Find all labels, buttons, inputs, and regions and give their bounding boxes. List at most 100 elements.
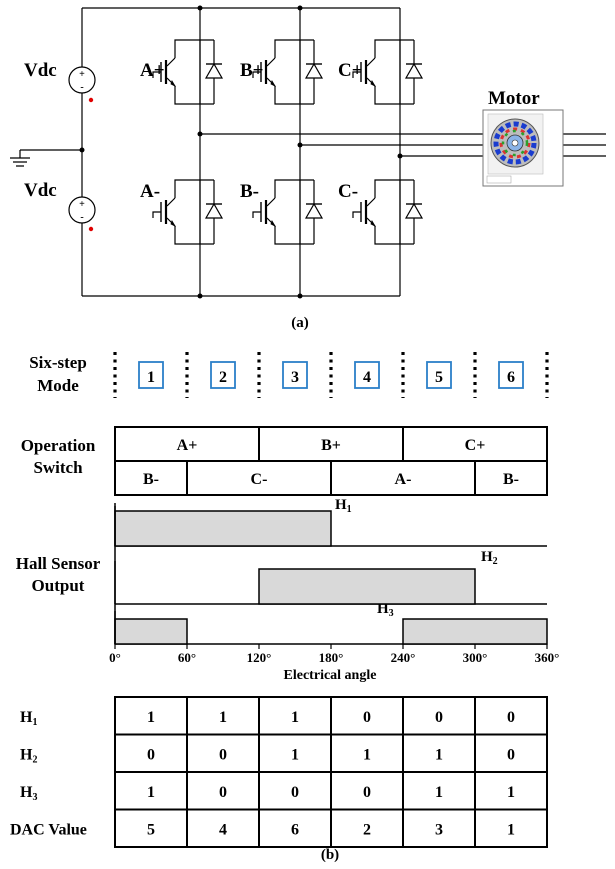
switch-label-b-minus: B-: [240, 181, 259, 202]
dc-source-bottom: + -: [68, 196, 96, 232]
operation-cell-top: B+: [321, 437, 341, 454]
table-cell: 1: [435, 784, 443, 801]
igbt-top-1: [152, 39, 224, 105]
igbt-top-3: [352, 39, 424, 105]
table-cell: 0: [291, 784, 299, 801]
igbt-top-2: [252, 39, 324, 105]
operation-cell-bottom: C-: [251, 471, 268, 488]
tick-label: 360°: [535, 650, 560, 665]
table-cell: 0: [435, 709, 443, 726]
mode-box: [138, 361, 164, 389]
operation-cell-top: C+: [465, 437, 486, 454]
svg-text:+: +: [79, 199, 85, 210]
switch-label-a-plus: A+: [140, 60, 165, 81]
table-cell: 0: [219, 784, 227, 801]
svg-text:-: -: [80, 212, 83, 223]
switch-label-c-minus: C-: [338, 181, 358, 202]
angle-ticks: 0°60°120°180°240°300°360°: [109, 644, 559, 665]
tick-label: 120°: [247, 650, 272, 665]
igbt-bottom-1: [152, 179, 224, 245]
table-cell: 1: [363, 746, 371, 763]
switch-label-b-plus: B+: [240, 60, 264, 81]
igbt-bottom-3: [352, 179, 424, 245]
motor-label: Motor: [488, 88, 540, 109]
dc-source-top: + -: [68, 66, 96, 103]
caption-b: (b): [321, 847, 339, 863]
table-cell: 1: [147, 784, 155, 801]
tick-label: 240°: [391, 650, 416, 665]
switch-label-c-plus: C+: [338, 60, 363, 81]
table-row-label: H3: [20, 784, 37, 803]
mode-box: [282, 361, 308, 389]
mode-number: 6: [507, 369, 515, 386]
electrical-angle-label: Electrical angle: [284, 668, 377, 683]
table-cell: 1: [507, 821, 515, 838]
table-row-label: H2: [20, 746, 37, 765]
mode-box: [426, 361, 452, 389]
hall-high-pulse: [258, 568, 476, 605]
table-cell: 1: [219, 709, 227, 726]
table-cell: 1: [291, 709, 299, 726]
vdc-label-top: Vdc: [24, 60, 57, 81]
table-cell: 5: [147, 821, 155, 838]
hall-signal-label: H3: [377, 601, 394, 619]
table-cell: 0: [507, 709, 515, 726]
operation-cell-bottom: B-: [143, 471, 159, 488]
table-row-label: DAC Value: [10, 821, 87, 838]
mode-number: 4: [363, 369, 371, 386]
table-cell: 1: [291, 746, 299, 763]
hall-high-pulse: [402, 618, 548, 645]
vdc-label-bottom: Vdc: [24, 180, 57, 201]
mode-dividers: [113, 352, 549, 398]
igbt-bottom-2: [252, 179, 324, 245]
junction-dots: [79, 5, 403, 299]
mode-number: 3: [291, 369, 299, 386]
table-cell: 0: [219, 746, 227, 763]
mode-number: 1: [147, 369, 155, 386]
operation-cell-bottom: A-: [395, 471, 412, 488]
operation-switch-cells: A+ B+ C+ B- C- A- B-: [143, 427, 519, 495]
mode-box: [210, 361, 236, 389]
hall-signal-label: H1: [335, 497, 352, 515]
mode-box: [498, 361, 524, 389]
table-cell: 0: [147, 746, 155, 763]
switch-label-a-minus: A-: [140, 181, 160, 202]
mode-number: 2: [219, 369, 227, 386]
table-cell: 1: [435, 746, 443, 763]
caption-a: (a): [291, 315, 309, 331]
table-cell: 0: [363, 784, 371, 801]
switch-cells: [152, 39, 424, 245]
tick-label: 300°: [463, 650, 488, 665]
hall-high-pulse: [114, 618, 188, 645]
svg-text:+: +: [79, 69, 85, 80]
hall-signal-label: H2: [481, 549, 498, 567]
table-cell: 2: [363, 821, 371, 838]
motor: Motor: [482, 88, 564, 187]
table-cell: 0: [363, 709, 371, 726]
table-cell: 1: [507, 784, 515, 801]
inverter-circuit: + - + - Vdc Vdc A+ B+ C+ A- B- C- Motor: [10, 5, 606, 331]
table-cell: 1: [147, 709, 155, 726]
table-cell: 6: [291, 821, 299, 838]
hall-high-pulse: [114, 510, 332, 547]
svg-text:-: -: [80, 82, 83, 93]
tick-label: 180°: [319, 650, 344, 665]
table-cell: 4: [219, 821, 227, 838]
mode-boxes: 1 2 3 4 5 6: [138, 361, 524, 389]
operation-cell-bottom: B-: [503, 471, 519, 488]
table-cell: 0: [507, 746, 515, 763]
table-row-label: H1: [20, 709, 37, 728]
tick-label: 60°: [178, 650, 196, 665]
mode-box: [354, 361, 380, 389]
motor-stator-icon: [490, 118, 540, 168]
mode-number: 5: [435, 369, 443, 386]
table-cell: 3: [435, 821, 443, 838]
operation-cell-top: A+: [177, 437, 198, 454]
